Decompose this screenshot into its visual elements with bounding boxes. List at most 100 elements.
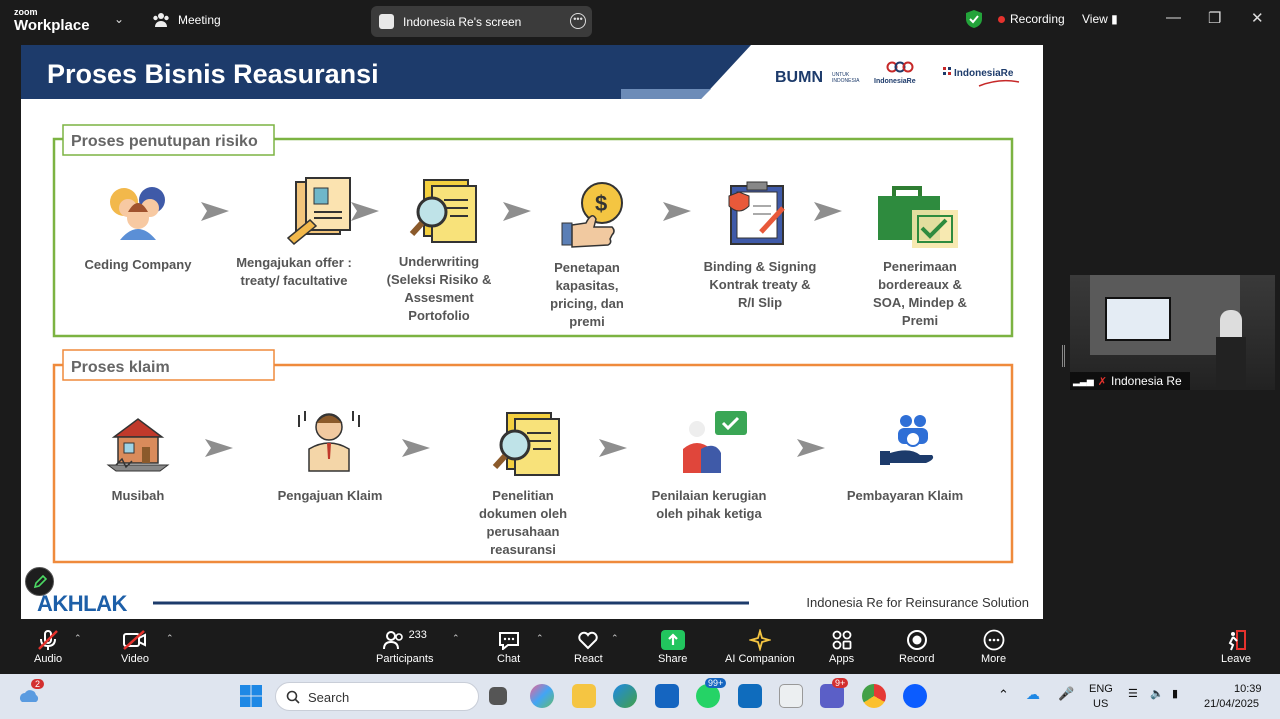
leave-button[interactable]: Leave bbox=[1221, 627, 1251, 665]
chat-button[interactable]: Chat bbox=[497, 627, 520, 665]
task-view-icon[interactable] bbox=[489, 687, 507, 705]
chevron-down-icon[interactable]: ⌄ bbox=[114, 12, 125, 26]
arrow-icon bbox=[503, 202, 531, 221]
akhlak-logo: AKHLAK bbox=[37, 591, 127, 616]
chat-caret[interactable]: ⌃ bbox=[536, 633, 544, 643]
arrow-icon bbox=[797, 439, 825, 457]
indonesiare-logo-text: IndonesiaRe bbox=[874, 78, 916, 85]
language-primary[interactable]: ENG bbox=[1089, 683, 1113, 695]
arrow-icon bbox=[663, 202, 691, 221]
battery-icon[interactable]: ▮ bbox=[1172, 688, 1179, 700]
more-options-icon[interactable]: ••• bbox=[570, 13, 586, 29]
record-label: Record bbox=[899, 653, 935, 665]
share-title: Indonesia Re's screen bbox=[403, 15, 522, 29]
share-screen-pill[interactable]: Indonesia Re's screen ••• bbox=[371, 6, 592, 37]
participants-caret[interactable]: ⌃ bbox=[452, 633, 460, 643]
section1-frame bbox=[52, 137, 1014, 338]
language-secondary[interactable]: US bbox=[1093, 698, 1109, 710]
step-label: Musibah bbox=[112, 488, 165, 503]
meeting-info-button[interactable]: Meeting bbox=[152, 12, 221, 28]
windows-taskbar: 2 Search 99+ 9+ ⌃ ☁ 🎤 ENG US ☰ 🔈 ▮ 10:39… bbox=[0, 674, 1280, 719]
view-button[interactable]: View ▮ bbox=[1082, 12, 1118, 26]
step-label: reasuransi bbox=[490, 542, 556, 557]
volume-icon[interactable]: 🔈 bbox=[1150, 688, 1164, 700]
hand-money-icon: $ bbox=[561, 182, 623, 248]
video-options-caret[interactable]: ⌃ bbox=[166, 633, 174, 643]
participants-count: 233 bbox=[408, 629, 427, 641]
audio-options-caret[interactable]: ⌃ bbox=[74, 633, 82, 643]
step-label: Kontrak treaty & bbox=[709, 277, 810, 292]
shared-slide: Proses Bisnis Reasuransi BUMN UNTUK INDO… bbox=[21, 45, 1043, 619]
clock-date[interactable]: 21/04/2025 bbox=[1204, 698, 1260, 710]
video-tile[interactable]: ▂▃▅ ✗ Indonesia Re bbox=[1070, 275, 1275, 390]
start-button[interactable] bbox=[239, 684, 263, 708]
weather-badge: 2 bbox=[31, 679, 45, 689]
more-icon bbox=[983, 629, 1004, 651]
video-screen bbox=[1105, 297, 1171, 341]
leave-icon bbox=[1228, 630, 1246, 651]
restore-icon[interactable]: ❐ bbox=[1208, 10, 1222, 27]
teams-icon[interactable]: 9+ bbox=[820, 678, 849, 708]
chrome-icon[interactable] bbox=[862, 684, 886, 708]
recording-indicator[interactable]: Recording bbox=[998, 12, 1065, 26]
section2-title-box bbox=[62, 349, 275, 381]
mic-tray-icon[interactable]: 🎤 bbox=[1058, 686, 1075, 701]
outlook-icon[interactable] bbox=[738, 684, 762, 708]
clock-time[interactable]: 10:39 bbox=[1234, 683, 1262, 695]
minimize-icon[interactable]: — bbox=[1166, 9, 1181, 26]
panel-resize-handle[interactable] bbox=[1062, 345, 1065, 367]
record-button[interactable]: Record bbox=[899, 627, 934, 665]
video-button[interactable]: Video bbox=[121, 627, 149, 665]
mic-muted-icon: ✗ bbox=[1097, 375, 1107, 388]
wifi-icon[interactable]: ☰ bbox=[1128, 688, 1138, 700]
react-button[interactable]: React bbox=[574, 627, 603, 665]
contract-icon bbox=[728, 181, 785, 245]
file-explorer-icon[interactable] bbox=[572, 684, 596, 708]
step-label: Portofolio bbox=[408, 308, 469, 323]
step-label: Pengajuan Klaim bbox=[278, 488, 383, 503]
arrow-icon bbox=[814, 202, 842, 221]
more-button[interactable]: More bbox=[981, 627, 1006, 665]
search-placeholder: Search bbox=[308, 690, 350, 705]
arrow-icon bbox=[402, 439, 430, 457]
copilot-icon[interactable] bbox=[530, 684, 554, 708]
indonesiare-logo: IndonesiaRe bbox=[874, 61, 916, 85]
audio-button[interactable]: Audio bbox=[34, 627, 62, 665]
whatsapp-icon[interactable]: 99+ bbox=[696, 678, 727, 708]
step-label: SOA, Mindep & bbox=[873, 295, 967, 310]
apps-button[interactable]: Apps bbox=[829, 627, 854, 665]
document-offer-icon bbox=[286, 177, 351, 246]
annotate-button[interactable] bbox=[25, 567, 54, 596]
search-icon bbox=[286, 690, 300, 704]
taskbar-search[interactable]: Search bbox=[275, 682, 479, 711]
weather-widget[interactable]: 2 bbox=[18, 679, 45, 708]
bumn-sub1: UNTUK bbox=[832, 72, 850, 78]
step-label: Binding & Signing bbox=[704, 259, 817, 274]
zoom-app-icon[interactable] bbox=[903, 684, 927, 708]
ai-companion-button[interactable]: AI Companion bbox=[725, 627, 795, 665]
elo-icon[interactable] bbox=[779, 684, 803, 708]
participants-label: Participants bbox=[376, 653, 434, 665]
more-label: More bbox=[981, 653, 1007, 665]
bumn-logo: BUMN bbox=[775, 69, 823, 86]
close-icon[interactable]: ✕ bbox=[1251, 10, 1264, 27]
step-label: pricing, dan bbox=[550, 296, 624, 311]
flow-arrows-1 bbox=[201, 202, 842, 221]
edge-icon[interactable] bbox=[613, 684, 637, 708]
shield-check-icon[interactable] bbox=[966, 10, 982, 28]
tray-expand-icon[interactable]: ⌃ bbox=[998, 687, 1009, 702]
onedrive-icon[interactable]: ☁ bbox=[1026, 686, 1040, 702]
flow-arrows-2 bbox=[205, 439, 825, 457]
briefcase-check-icon bbox=[878, 186, 958, 248]
step-label: (Seleksi Risiko & bbox=[387, 272, 492, 287]
institute-logo: IndonesiaRe bbox=[943, 67, 1020, 87]
chat-label: Chat bbox=[497, 653, 521, 665]
disaster-house-icon bbox=[106, 418, 170, 472]
participants-button[interactable]: 233 Participants bbox=[376, 627, 433, 665]
zoom-top-bar: zoom Workplace ⌄ Meeting Indonesia Re's … bbox=[0, 0, 1280, 42]
share-button[interactable]: Share bbox=[658, 627, 687, 665]
react-caret[interactable]: ⌃ bbox=[611, 633, 619, 643]
stressed-person-icon bbox=[298, 411, 360, 472]
store-icon[interactable] bbox=[655, 684, 679, 708]
step-label: Penilaian kerugian bbox=[652, 488, 767, 503]
